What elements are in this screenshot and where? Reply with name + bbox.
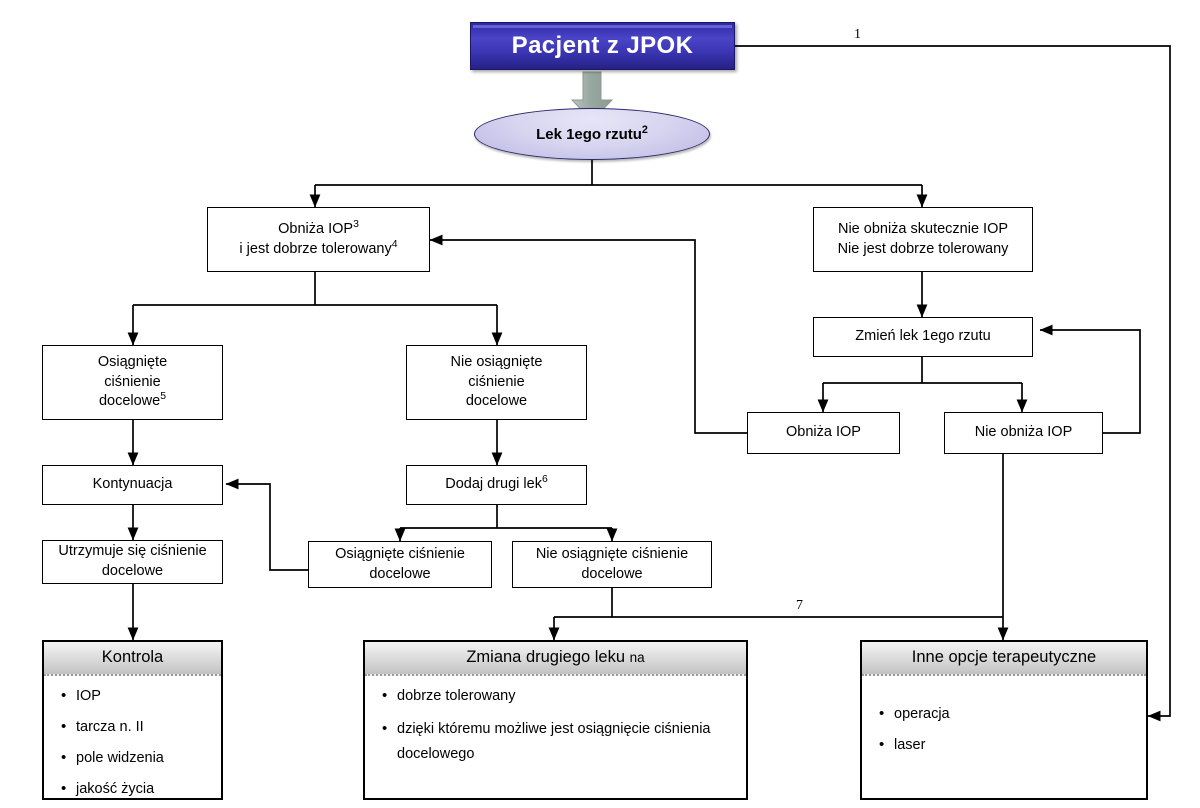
node-zmien-lek-1ego-rzutu[interactable]: Zmień lek 1ego rzutu: [813, 317, 1033, 357]
list-item-label: IOP: [76, 688, 101, 704]
list-item: • dobrze tolerowany: [382, 686, 738, 707]
line-2: ciśnienie: [104, 373, 161, 390]
node-osiagniete-cisnienie-docelowe-2[interactable]: Osiągnięte ciśnienie docelowe: [308, 541, 492, 588]
panel-inne-opcje-header: Inne opcje terapeutyczne: [862, 642, 1146, 676]
list-item-label: laser: [894, 737, 926, 754]
list-item-label: dzięki któremu możliwe jest osiągnięcie …: [397, 721, 711, 763]
node-pacjent-z-jpok-label: Pacjent z JPOK: [511, 32, 694, 59]
panel-zmiana-list: • dobrze tolerowany • dzięki któremu możli…: [379, 686, 738, 768]
bullet-icon: •: [61, 780, 67, 798]
panel-inne-opcje-body: • operacja • laser: [862, 676, 1146, 764]
bullet-icon: •: [879, 705, 885, 722]
line-2: docelowe: [101, 563, 164, 579]
line-1-sup: 3: [353, 219, 359, 231]
line-2: docelowe: [581, 565, 643, 582]
panel-zmiana-header: Zmiana drugiego leku na: [365, 642, 746, 676]
node-pacjent-z-jpok[interactable]: Pacjent z JPOK: [470, 22, 735, 70]
node-lek-1ego-rzutu-label: Lek 1ego rzutu2: [536, 123, 648, 143]
node-kontynuacja[interactable]: Kontynuacja: [42, 465, 223, 505]
list-item-label: operacja: [894, 706, 950, 722]
list-item-label: jakość życia: [76, 781, 155, 798]
edge-label-1: 1: [854, 27, 861, 42]
node-lek-1ego-rzutu[interactable]: Lek 1ego rzutu2: [474, 108, 710, 160]
edge-label-7: 7: [796, 598, 803, 613]
node-nie-osiagniete-cisnienie-docelowe-2-label: Nie osiągnięte ciśnienie docelowe: [536, 545, 688, 584]
node-utrzymuje-sie-cisnienie[interactable]: Utrzymuje się ciśnienie docelowe: [42, 540, 223, 584]
panel-zmiana-header-main: Zmiana drugiego leku: [466, 648, 626, 666]
list-item: • IOP: [61, 686, 213, 707]
list-item: • jakość życia: [61, 779, 213, 800]
panel-inne-opcje-list: • operacja • laser: [876, 704, 1138, 756]
node-utrzymuje-sie-cisnienie-label: Utrzymuje się ciśnienie docelowe: [58, 542, 206, 581]
line-3-sup: 5: [160, 391, 167, 403]
line-1: Nie osiągnięte ciśnienie: [535, 545, 689, 562]
lek-text: Lek 1ego rzutu: [536, 125, 642, 143]
list-item: • laser: [879, 735, 1138, 756]
line-2: ciśnienie: [468, 373, 525, 390]
node-zmien-lek-1ego-rzutu-label: Zmień lek 1ego rzutu: [855, 328, 991, 345]
bullet-icon: •: [61, 718, 67, 736]
line-1: Utrzymuje się ciśnienie: [58, 543, 207, 560]
line-2: docelowe: [369, 565, 431, 582]
panel-zmiana-drugiego-leku[interactable]: Zmiana drugiego leku na • dobrze tolerowa…: [363, 640, 748, 800]
node-nie-obniza-skutecznie[interactable]: Nie obniża skutecznie IOP Nie jest dobrz…: [813, 207, 1033, 272]
node-osiagniete-cisnienie-docelowe-2-label: Osiągnięte ciśnienie docelowe: [335, 545, 465, 584]
list-item: • operacja: [879, 704, 1138, 725]
node-obniza-iop[interactable]: Obniża IOP: [747, 412, 900, 454]
node-nie-obniza-skutecznie-label: Nie obniża skutecznie IOP Nie jest dobrz…: [838, 220, 1009, 259]
panel-zmiana-body: • dobrze tolerowany • dzięki któremu możli…: [365, 676, 746, 776]
line-2: i jest dobrze tolerowany: [239, 240, 392, 257]
node-obniza-iop-label: Obniża IOP: [786, 424, 861, 441]
lek-sup: 2: [641, 123, 648, 136]
banner-highlight: [473, 25, 732, 28]
line-1: Osiągnięte: [97, 354, 168, 371]
node-nie-osiagniete-cisnienie-docelowe[interactable]: Nie osiągnięte ciśnienie docelowe: [406, 345, 587, 420]
panel-kontrola-body: • IOP • tarcza n. II • pole widzenia • jakoś…: [44, 676, 221, 808]
node-obniza-iop-tolerowany-label: Obniża IOP3 i jest dobrze tolerowany4: [239, 219, 398, 259]
list-item: • pole widzenia: [61, 748, 213, 769]
node-osiagniete-cisnienie-docelowe[interactable]: Osiągnięte ciśnienie docelowe5: [42, 345, 223, 420]
panel-kontrola-list: • IOP • tarcza n. II • pole widzenia • jakoś…: [58, 686, 213, 800]
node-nie-osiagniete-cisnienie-docelowe-label: Nie osiągnięte ciśnienie docelowe: [451, 353, 543, 412]
panel-kontrola-header: Kontrola: [44, 642, 221, 676]
bullet-icon: •: [61, 687, 67, 704]
line-3: docelowe: [98, 393, 161, 410]
list-item-label: pole widzenia: [76, 750, 164, 767]
node-obniza-iop-tolerowany[interactable]: Obniża IOP3 i jest dobrze tolerowany4: [207, 207, 430, 272]
dodaj-sup: 6: [541, 474, 548, 486]
list-item: • dzięki któremu możliwe jest osiągnięcie…: [382, 717, 738, 768]
bullet-icon: •: [382, 720, 388, 738]
line-1: Nie osiągnięte: [450, 354, 543, 371]
node-nie-obniza-iop[interactable]: Nie obniża IOP: [944, 412, 1103, 454]
panel-inne-opcje[interactable]: Inne opcje terapeutyczne • operacja • lase…: [860, 640, 1148, 800]
node-nie-osiagniete-cisnienie-docelowe-2[interactable]: Nie osiągnięte ciśnienie docelowe: [512, 541, 712, 588]
line-2-sup: 4: [391, 238, 398, 250]
list-item-label: tarcza n. II: [76, 719, 144, 736]
node-nie-obniza-iop-label: Nie obniża IOP: [974, 424, 1073, 441]
line-2: Nie jest dobrze tolerowany: [837, 240, 1009, 257]
bullet-icon: •: [382, 687, 388, 704]
node-dodaj-drugi-lek[interactable]: Dodaj drugi lek6: [406, 465, 587, 505]
dodaj-text: Dodaj drugi lek: [445, 476, 542, 493]
line-3: docelowe: [465, 393, 528, 410]
list-item: • tarcza n. II: [61, 717, 213, 738]
node-dodaj-drugi-lek-label: Dodaj drugi lek6: [445, 475, 548, 495]
panel-zmiana-header-small: na: [629, 650, 645, 665]
line-1: Obniża IOP: [278, 220, 354, 237]
list-item-label: dobrze tolerowany: [397, 688, 516, 704]
bullet-icon: •: [61, 749, 67, 767]
line-1: Nie obniża skutecznie IOP: [837, 220, 1009, 237]
panel-kontrola[interactable]: Kontrola • IOP • tarcza n. II • pole widzen…: [42, 640, 223, 800]
line-1: Osiągnięte ciśnienie: [335, 545, 465, 562]
node-osiagniete-cisnienie-docelowe-label: Osiągnięte ciśnienie docelowe5: [98, 353, 167, 412]
bullet-icon: •: [879, 736, 885, 754]
node-kontynuacja-label: Kontynuacja: [92, 476, 173, 493]
